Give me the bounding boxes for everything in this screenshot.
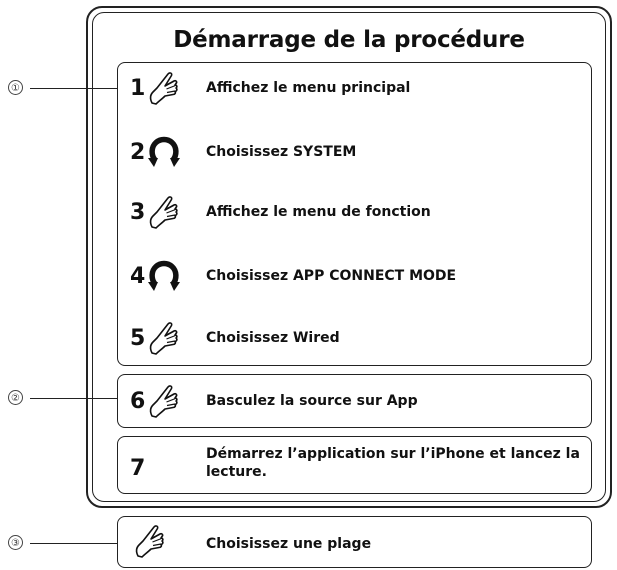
callout-number: ③ bbox=[8, 535, 23, 550]
callout-leader-line bbox=[30, 88, 118, 89]
step-text: Choisissez Wired bbox=[206, 330, 340, 346]
step-text: Basculez la source sur App bbox=[206, 393, 418, 409]
steps-group-1: 1 Affichez le menu principal 2 Choisisse… bbox=[117, 62, 592, 366]
page-title: Démarrage de la procédure bbox=[173, 27, 525, 53]
steps-group-2: 6 Basculez la source sur App bbox=[117, 374, 592, 428]
step-6: 6 Basculez la source sur App bbox=[118, 382, 591, 422]
callout-3: ③ bbox=[8, 535, 118, 553]
callout-1: ① bbox=[8, 80, 118, 98]
step-text: Choisissez une plage bbox=[206, 536, 372, 552]
step-7: 7 Démarrez l’application sur l’iPhone et… bbox=[118, 443, 591, 483]
step-number: 7 bbox=[130, 456, 146, 481]
step-text: Démarrez l’application sur l’iPhone et l… bbox=[206, 446, 580, 480]
callout-2: ② bbox=[8, 390, 118, 408]
step-number: 2 bbox=[130, 140, 146, 165]
callout-leader-line bbox=[30, 398, 118, 399]
step-4: 4 Choisissez APP CONNECT MODE bbox=[118, 257, 591, 297]
tap-hand-icon bbox=[132, 522, 168, 560]
step-3: 3 Affichez le menu de fonction bbox=[118, 193, 591, 233]
tap-hand-icon bbox=[146, 382, 182, 420]
step-5: 5 Choisissez Wired bbox=[118, 319, 591, 359]
step-number: 4 bbox=[130, 264, 146, 289]
step-text: Choisissez SYSTEM bbox=[206, 144, 357, 160]
step-1: 1 Affichez le menu principal bbox=[118, 69, 591, 109]
step-text: Affichez le menu de fonction bbox=[206, 204, 431, 220]
step-number: 3 bbox=[130, 200, 146, 225]
outer-frame bbox=[86, 6, 612, 508]
tap-hand-icon bbox=[146, 69, 182, 107]
step-number: 5 bbox=[130, 326, 146, 351]
callout-number: ② bbox=[8, 390, 23, 405]
final-step: Choisissez une plage bbox=[118, 522, 591, 562]
rotate-knob-icon bbox=[146, 133, 182, 171]
tap-hand-icon bbox=[146, 193, 182, 231]
rotate-knob-icon bbox=[146, 257, 182, 295]
tap-hand-icon bbox=[146, 319, 182, 357]
step-2: 2 Choisissez SYSTEM bbox=[118, 133, 591, 173]
final-step-box: Choisissez une plage bbox=[117, 516, 592, 568]
steps-group-3: 7 Démarrez l’application sur l’iPhone et… bbox=[117, 436, 592, 494]
step-number: 1 bbox=[130, 76, 146, 101]
step-text: Affichez le menu principal bbox=[206, 80, 411, 96]
step-number: 6 bbox=[130, 389, 146, 414]
inner-frame bbox=[92, 12, 606, 502]
step-text: Choisissez APP CONNECT MODE bbox=[206, 268, 457, 284]
callout-leader-line bbox=[30, 543, 118, 544]
callout-number: ① bbox=[8, 80, 23, 95]
